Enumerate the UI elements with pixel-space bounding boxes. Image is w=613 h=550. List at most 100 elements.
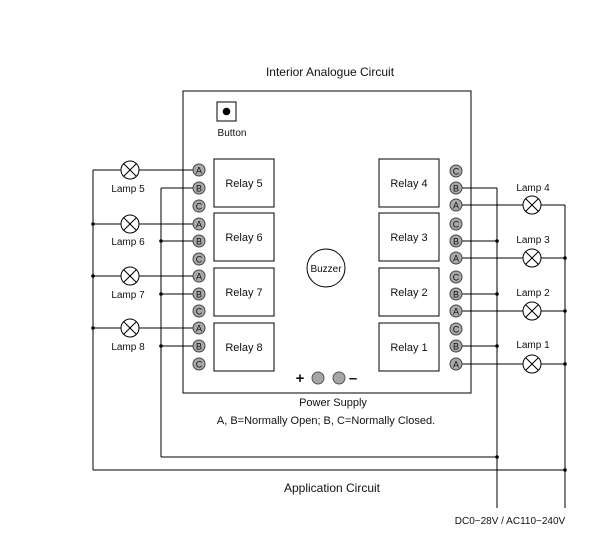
svg-text:A: A: [196, 324, 202, 334]
svg-text:B: B: [196, 237, 202, 247]
svg-text:B: B: [453, 184, 459, 194]
lamp-4-label: Lamp 4: [516, 183, 550, 194]
legend-text: A, B=Normally Open; B, C=Normally Closed…: [217, 415, 435, 427]
lamp-3: [522, 248, 542, 268]
lamp-1-label: Lamp 1: [516, 340, 550, 351]
supply-voltage-label: DC0~28V / AC110~240V: [455, 516, 566, 527]
relay-2-label: Relay 2: [390, 287, 427, 299]
terminal-relay6-b: B: [192, 234, 206, 248]
relay-7: Relay 7: [213, 267, 275, 317]
junction-dots: [91, 222, 567, 472]
svg-text:B: B: [196, 184, 202, 194]
terminal-relay2-a: A: [449, 304, 463, 318]
svg-text:C: C: [196, 255, 203, 265]
lamp-6-label: Lamp 6: [111, 237, 145, 248]
relay-8: Relay 8: [213, 322, 275, 372]
lamp-2-label: Lamp 2: [516, 288, 550, 299]
terminal-relay3-b: B: [449, 234, 463, 248]
terminal-relay1-a: A: [449, 357, 463, 371]
relay-1: Relay 1: [378, 322, 440, 372]
lamp-7-label: Lamp 7: [111, 290, 145, 301]
terminal-relay4-c: C: [449, 164, 463, 178]
relay-3: Relay 3: [378, 212, 440, 262]
relay-7-label: Relay 7: [225, 287, 262, 299]
relay-3-label: Relay 3: [390, 232, 427, 244]
svg-text:C: C: [196, 360, 203, 370]
lamp-5: [120, 160, 140, 180]
terminal-relay7-b: B: [192, 287, 206, 301]
left-terminals: A B C A B C A B C A B C: [192, 163, 206, 371]
button-label: Button: [218, 128, 247, 139]
relay-8-label: Relay 8: [225, 342, 262, 354]
buzzer-label: Buzzer: [310, 264, 342, 275]
terminal-relay2-b: B: [449, 287, 463, 301]
relay-1-label: Relay 1: [390, 342, 427, 354]
terminal-relay5-a: A: [192, 163, 206, 177]
relay-2: Relay 2: [378, 267, 440, 317]
application-circuit-label: Application Circuit: [284, 481, 381, 495]
buzzer: [306, 248, 346, 288]
svg-text:A: A: [453, 360, 459, 370]
terminal-relay1-c: C: [449, 322, 463, 336]
svg-text:B: B: [196, 342, 202, 352]
svg-text:C: C: [453, 167, 460, 177]
terminal-relay8-c: C: [192, 357, 206, 371]
lamp-1: [522, 354, 542, 374]
terminal-relay5-c: C: [192, 199, 206, 213]
relay-5: Relay 5: [213, 158, 275, 208]
minus-sign: –: [349, 370, 357, 387]
lamp-5-label: Lamp 5: [111, 184, 145, 195]
svg-text:C: C: [196, 307, 203, 317]
diagram-title: Interior Analogue Circuit: [266, 65, 395, 79]
lamp-8-label: Lamp 8: [111, 342, 145, 353]
terminal-relay5-b: B: [192, 181, 206, 195]
svg-text:B: B: [453, 342, 459, 352]
plus-sign: +: [296, 370, 305, 387]
right-wiring: [462, 187, 566, 508]
power-terminal-negative: [332, 371, 346, 385]
svg-text:A: A: [453, 254, 459, 264]
power-supply-label: Power Supply: [299, 397, 367, 409]
lamp-4: [522, 195, 542, 215]
terminal-relay4-a: A: [449, 198, 463, 212]
terminal-relay8-b: B: [192, 339, 206, 353]
power-terminal-positive: [311, 371, 325, 385]
lamp-7: [120, 266, 140, 286]
relay-4-label: Relay 4: [390, 178, 427, 190]
relay-6-label: Relay 6: [225, 232, 262, 244]
relay-6: Relay 6: [213, 212, 275, 262]
lamp-2: [522, 301, 542, 321]
board-outline: [182, 90, 472, 394]
terminal-relay2-c: C: [449, 270, 463, 284]
lamp-6: [120, 214, 140, 234]
svg-text:C: C: [453, 220, 460, 230]
terminal-relay6-a: A: [192, 217, 206, 231]
svg-text:A: A: [453, 307, 459, 317]
lamp-3-label: Lamp 3: [516, 235, 550, 246]
svg-text:C: C: [453, 325, 460, 335]
svg-text:B: B: [453, 290, 459, 300]
terminal-relay7-a: A: [192, 269, 206, 283]
terminal-relay7-c: C: [192, 304, 206, 318]
relay-5-label: Relay 5: [225, 178, 262, 190]
right-terminals: C B A C B A C B A C B A: [449, 164, 463, 371]
terminal-relay1-b: B: [449, 339, 463, 353]
svg-text:A: A: [196, 272, 202, 282]
terminal-relay3-a: A: [449, 251, 463, 265]
svg-text:C: C: [453, 273, 460, 283]
terminal-relay6-c: C: [192, 252, 206, 266]
terminal-relay3-c: C: [449, 217, 463, 231]
button-dot-icon: [222, 107, 231, 116]
terminal-relay8-a: A: [192, 321, 206, 335]
svg-text:C: C: [196, 202, 203, 212]
relay-4: Relay 4: [378, 158, 440, 208]
left-wiring: [92, 169, 565, 471]
terminal-relay4-b: B: [449, 181, 463, 195]
lamp-8: [120, 318, 140, 338]
svg-text:A: A: [453, 201, 459, 211]
svg-text:A: A: [196, 166, 202, 176]
svg-text:A: A: [196, 220, 202, 230]
svg-text:B: B: [196, 290, 202, 300]
svg-text:B: B: [453, 237, 459, 247]
